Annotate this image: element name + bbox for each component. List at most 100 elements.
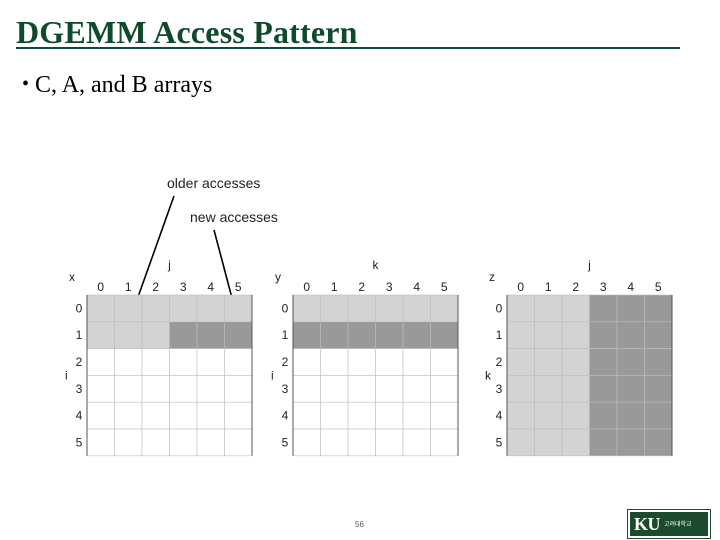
- grid-cell: [561, 348, 590, 376]
- grid-cell: [86, 294, 115, 323]
- grid-cell: [534, 321, 563, 349]
- grid-cell: [616, 321, 645, 349]
- grid-cell: [375, 294, 404, 323]
- bullet-text: C, A, and B arrays: [35, 72, 213, 98]
- grid-cell: [506, 401, 535, 430]
- grid-cell: [224, 401, 253, 430]
- older-accesses-pointer: [132, 195, 175, 312]
- grid-z-col-label: j: [587, 258, 591, 272]
- grid-cell: [196, 375, 225, 403]
- grid-cell: [141, 401, 170, 430]
- grid-cell: [644, 428, 673, 457]
- row-tick: 4: [76, 409, 83, 423]
- grid-cell: [506, 428, 535, 457]
- grid-cell: [169, 348, 198, 376]
- col-tick: 3: [386, 280, 393, 294]
- grid-cell: [534, 375, 563, 403]
- grid-cell: [616, 401, 645, 430]
- grid-cell: [224, 348, 253, 376]
- grid-cell: [347, 321, 376, 349]
- row-tick: 2: [76, 355, 83, 369]
- grid-cell: [402, 348, 431, 376]
- grid-cell: [86, 375, 115, 403]
- grid-cell: [114, 401, 143, 430]
- grid-cell: [402, 401, 431, 430]
- grid-cell: [196, 348, 225, 376]
- grid-cell: [430, 428, 459, 457]
- grid-cell: [86, 428, 115, 457]
- row-tick: 4: [282, 409, 289, 423]
- grid-cell: [292, 348, 321, 376]
- new-accesses-label: new accesses: [190, 209, 278, 225]
- grid-cell: [402, 428, 431, 457]
- grid-cell: [534, 348, 563, 376]
- grid-cell: [589, 401, 618, 430]
- grid-cell: [506, 294, 535, 323]
- grid-cell: [196, 428, 225, 457]
- grid-cell: [224, 321, 253, 349]
- row-tick: 5: [282, 435, 289, 449]
- grid-cell: [402, 375, 431, 403]
- grid-cell: [534, 401, 563, 430]
- col-tick: 4: [627, 280, 634, 294]
- row-tick: 2: [282, 355, 289, 369]
- grid-cell: [114, 348, 143, 376]
- row-tick: 1: [76, 328, 83, 342]
- grid-cell: [375, 375, 404, 403]
- col-tick: 1: [331, 280, 338, 294]
- grid-cell: [644, 375, 673, 403]
- row-tick: 0: [76, 301, 83, 315]
- grid-cell: [347, 348, 376, 376]
- grid-cell: [430, 348, 459, 376]
- grid-cell: [86, 321, 115, 349]
- grid-cell: [320, 375, 349, 403]
- grid-cell: [534, 428, 563, 457]
- grid-cell: [375, 348, 404, 376]
- grid-cell: [320, 294, 349, 323]
- grid-z-row-label: k: [485, 368, 492, 382]
- grid-cell: [616, 348, 645, 376]
- col-tick: 5: [655, 280, 662, 294]
- grid-y-name: y: [275, 270, 281, 284]
- grid-cell: [292, 401, 321, 430]
- grid-cell: [141, 294, 170, 323]
- grid-cell: [224, 428, 253, 457]
- col-tick: 5: [235, 280, 242, 294]
- grid-cell: [347, 428, 376, 457]
- grid-cell: [292, 294, 321, 323]
- row-tick: 2: [496, 355, 503, 369]
- grid-cell: [589, 294, 618, 323]
- row-tick: 0: [496, 301, 503, 315]
- col-tick: 2: [572, 280, 579, 294]
- grid-cell: [561, 401, 590, 430]
- grid-cell: [506, 321, 535, 349]
- grid-cell: [644, 348, 673, 376]
- grid-cell: [320, 401, 349, 430]
- row-tick: 5: [76, 435, 83, 449]
- grid-cell: [506, 348, 535, 376]
- grid-cell: [141, 348, 170, 376]
- grid-cell: [320, 348, 349, 376]
- grid-cell: [169, 428, 198, 457]
- grid-cell: [347, 294, 376, 323]
- grid-cell: [589, 321, 618, 349]
- grid-cell: [169, 401, 198, 430]
- row-tick: 1: [496, 328, 503, 342]
- slide-title: DGEMM Access Pattern: [16, 14, 358, 50]
- col-tick: 1: [125, 280, 132, 294]
- grid-cell: [169, 294, 198, 323]
- row-tick: 5: [496, 435, 503, 449]
- grid-cell: [196, 294, 225, 323]
- grid-cell: [589, 348, 618, 376]
- grid-cell: [534, 294, 563, 323]
- grid-x-row-label: i: [65, 368, 68, 382]
- grid-cell: [402, 294, 431, 323]
- logo-subtext: 고려대학교: [664, 520, 692, 528]
- col-tick: 3: [180, 280, 187, 294]
- grid-cell: [224, 375, 253, 403]
- grid-cell: [141, 375, 170, 403]
- grid-cell: [169, 375, 198, 403]
